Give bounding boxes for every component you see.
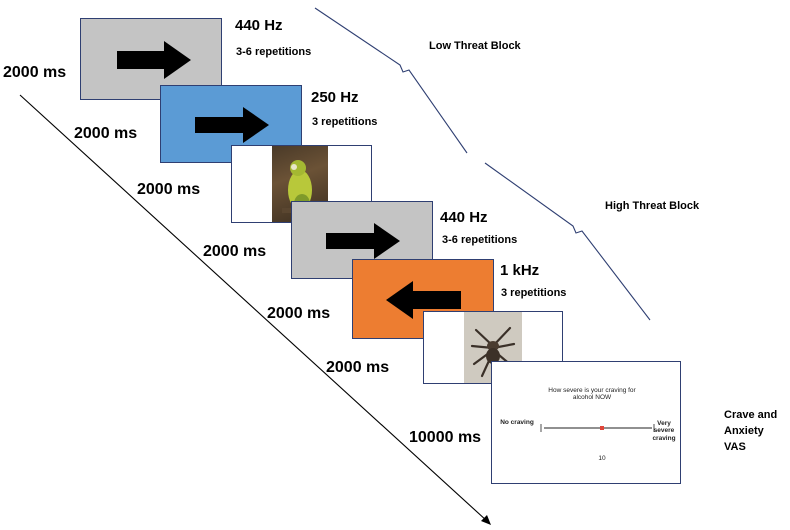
timing-label-2: 2000 ms <box>74 125 138 142</box>
tone-freq-1: 440 Hz <box>235 17 283 34</box>
high-threat-block-label: High Threat Block <box>605 200 700 212</box>
tone-reps-2: 3 repetitions <box>312 116 378 128</box>
low-threat-brace <box>314 7 468 154</box>
tone-freq-2: 250 Hz <box>311 89 359 106</box>
left-arrow-icon <box>386 281 461 319</box>
tone-freq-3: 440 Hz <box>440 209 488 226</box>
tone-reps-4: 3 repetitions <box>501 287 567 299</box>
vas-screen: How severe is your craving for alcohol N… <box>491 361 681 484</box>
tone-reps-3: 3-6 repetitions <box>442 234 518 246</box>
right-arrow-icon <box>195 107 269 143</box>
vas-caption: Crave and Anxiety VAS <box>724 409 778 453</box>
timing-label-7: 10000 ms <box>409 429 482 446</box>
vas-question: How severe is your craving for alcohol N… <box>548 387 636 402</box>
timing-label-1: 2000 ms <box>3 64 67 81</box>
right-arrow-icon <box>326 223 400 259</box>
vas-scale[interactable] <box>492 362 682 485</box>
timing-label-6: 2000 ms <box>326 359 390 376</box>
vas-value: 10 <box>598 455 606 462</box>
vas-right-anchor: Very severe craving <box>652 420 676 442</box>
low-threat-block-label: Low Threat Block <box>429 40 521 52</box>
tone-reps-1: 3-6 repetitions <box>236 46 312 58</box>
timing-label-4: 2000 ms <box>203 243 267 260</box>
vas-marker <box>600 426 604 430</box>
tone-freq-4: 1 kHz <box>500 262 540 279</box>
timeline-arrowhead <box>481 515 491 525</box>
vas-left-anchor: No craving <box>500 419 534 426</box>
right-arrow-icon <box>117 41 191 79</box>
timing-label-5: 2000 ms <box>267 305 331 322</box>
timing-label-3: 2000 ms <box>137 181 201 198</box>
